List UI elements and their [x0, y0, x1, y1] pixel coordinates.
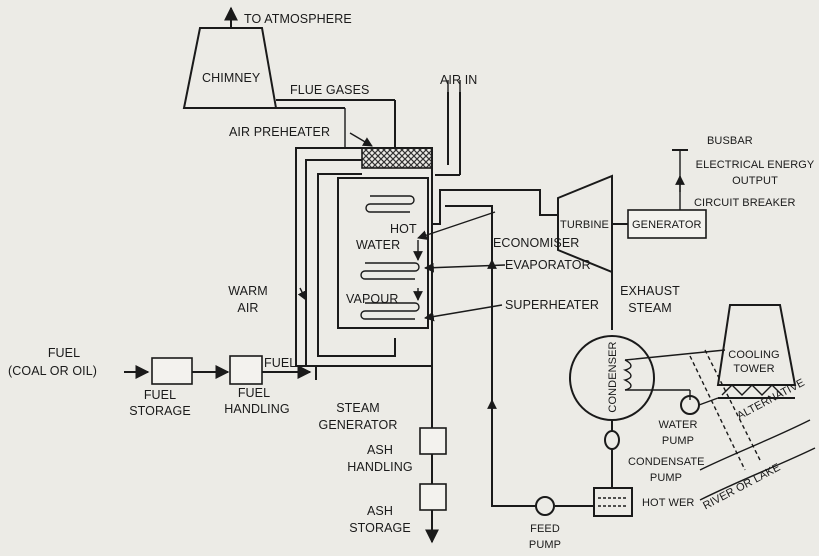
label-condensate: CONDENSATE: [628, 456, 705, 468]
label-vapour: VAPOUR: [346, 292, 399, 306]
label-water: WATER: [356, 238, 401, 252]
label-generator: GENERATOR: [632, 219, 702, 231]
label-exhaust: EXHAUST: [620, 284, 680, 298]
flue-gas-duct: [276, 99, 396, 148]
label-tower: TOWER: [733, 363, 775, 375]
label-feed-pump: PUMP: [528, 539, 562, 551]
label-fuel-handling-2: HANDLING: [224, 402, 290, 416]
label-ash-storage: STORAGE: [349, 521, 411, 535]
label-cooling: COOLING: [728, 349, 780, 361]
river-banks: [699, 419, 816, 501]
condenser: [569, 335, 726, 421]
label-fuel-feed: FUEL: [264, 356, 297, 370]
label-output: OUTPUT: [732, 175, 778, 187]
label-fuel: FUEL: [47, 346, 81, 360]
label-warm: WARM: [228, 284, 268, 298]
label-superheater: SUPERHEATER: [505, 298, 599, 312]
cooling-tower: [716, 304, 797, 399]
warm-air-duct: [297, 159, 396, 367]
label-flue-gases: FLUE GASES: [290, 83, 370, 97]
label-air-in: AIR IN: [440, 73, 478, 87]
label-economiser: ECONOMISER: [493, 236, 580, 250]
label-feed: FEED: [530, 523, 560, 535]
label-fuel-storage-1: FUEL: [143, 388, 177, 402]
boiler-tubes: [337, 177, 429, 329]
label-ash-handling: HANDLING: [347, 460, 413, 474]
label-water-pump-1: WATER: [658, 419, 698, 431]
feed-water-return: [445, 205, 594, 516]
generator-assembly: [612, 149, 707, 239]
steam-generator-casing: [295, 147, 433, 400]
steam-line: [432, 189, 558, 225]
label-air: AIR: [237, 301, 259, 315]
label-ash-2: ASH: [366, 504, 393, 518]
fuel-chain: [124, 355, 312, 385]
label-water-pump-2: PUMP: [661, 435, 695, 447]
label-steam-exhaust: STEAM: [628, 301, 672, 315]
label-steam: STEAM: [336, 401, 380, 415]
label-generator-boiler: GENERATOR: [318, 418, 398, 432]
label-chimney: CHIMNEY: [202, 71, 261, 85]
label-hot: HOT: [390, 222, 417, 236]
label-air-preheater: AIR PREHEATER: [229, 125, 331, 139]
condensate-path: [593, 420, 633, 517]
label-circuit-breaker: CIRCUIT BREAKER: [694, 197, 796, 209]
label-evaporator: EVAPORATOR: [505, 258, 591, 272]
label-coal-or-oil: (COAL OR OIL): [8, 364, 98, 378]
air-preheater-block: [361, 147, 433, 169]
label-to-atmosphere: TO ATMOSPHERE: [244, 12, 352, 26]
label-fuel-handling-1: FUEL: [237, 386, 271, 400]
label-ash-1: ASH: [366, 443, 393, 457]
label-turbine: TURBINE: [560, 219, 609, 231]
label-busbar: BUSBAR: [707, 135, 753, 147]
label-electrical-energy: ELECTRICAL ENERGY: [695, 159, 815, 171]
air-in-duct: [435, 80, 461, 176]
ash-chain: [419, 400, 447, 544]
label-condenser: CONDENSER: [607, 341, 619, 413]
label-fuel-storage-2: STORAGE: [129, 404, 191, 418]
cooling-water-circuit: [680, 349, 761, 471]
label-condensate-pump: PUMP: [649, 472, 683, 484]
label-hot-well: HOT WER: [642, 497, 695, 509]
